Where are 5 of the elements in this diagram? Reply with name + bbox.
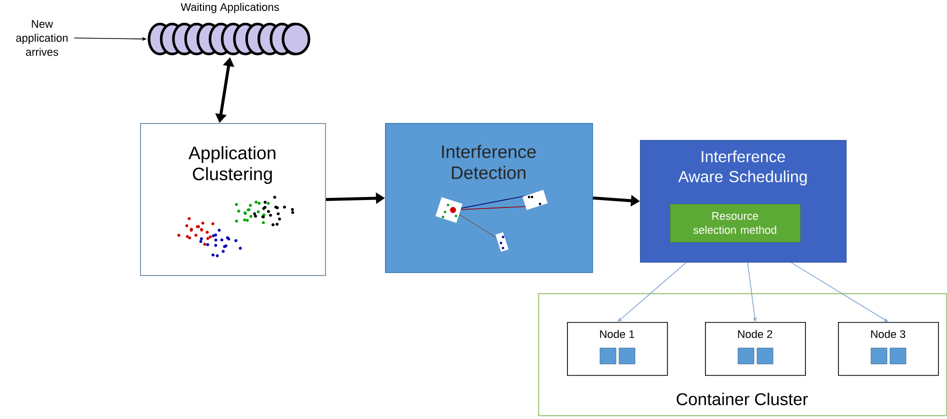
arrival-text: New application arrives	[16, 20, 68, 56]
method-box: Resource selection method	[670, 204, 800, 242]
process-box: Interference Detection	[385, 123, 593, 273]
process-box: Application Clustering	[140, 123, 326, 276]
queue-label: Waiting Applications	[180, 2, 279, 14]
